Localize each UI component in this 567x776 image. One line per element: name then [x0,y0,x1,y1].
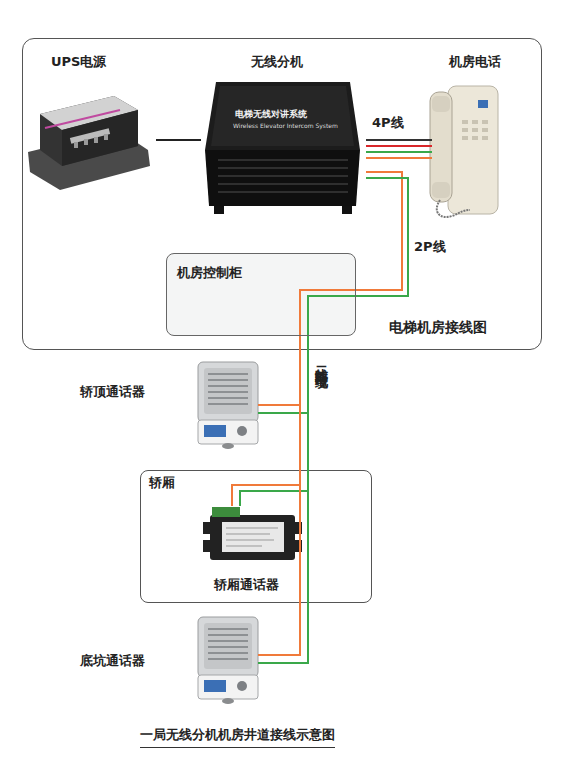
telephone-illustration [430,86,498,217]
wire [366,157,426,159]
figure-caption: 一局无线分机机房井道接线示意图 [140,728,335,748]
wire [356,172,402,290]
device-print: Wireless Elevator Intercom System [233,123,338,130]
extension-box-illustration [205,82,360,214]
car-frame: 轿厢轿厢通话器 [140,470,372,603]
wire-stubs [258,140,432,663]
wire-label: 二线随行电缆 [314,356,329,368]
node-label: 轿厢通话器 [214,578,279,593]
machine-room-frame: 电梯机房接线图 UPS电源 无线分机电梯无线对讲系统 Wireless Elevato… [22,38,542,350]
control-cabinet: 机房控制柜 [166,253,356,336]
node-label: UPS电源 [51,55,106,70]
node-label: 机房控制柜 [177,266,242,281]
four-pair-line [366,140,426,158]
wire [240,336,308,506]
wire [366,139,426,141]
ups-illustration [28,96,150,190]
node-label: 轿顶通话器 [80,385,145,400]
wire [265,336,308,663]
node-label: 轿厢 [149,476,175,491]
car-intercom: 轿厢通话器 [196,506,311,598]
travel-cable-car [232,336,308,506]
car-top-intercom: 轿顶通话器 [75,355,265,450]
wire [356,178,408,296]
wire [265,336,300,655]
wire-label: 4P线 [372,116,404,131]
wire-label: 2P线 [414,240,446,255]
node-label: 电梯机房接线图 [389,319,487,335]
wire [156,139,201,141]
node-label: 机房电话 [449,55,501,70]
device-print: 电梯无线对讲系统 [235,109,307,119]
wire [265,336,300,405]
car-intercom-illustration [203,507,302,560]
machine-room-phone: 机房电话 [426,51,516,221]
power-line [156,140,201,141]
two-pair-line [356,172,408,296]
wire [265,336,308,413]
node-label: 无线分机 [251,55,303,70]
travel-cable-pit [265,336,308,663]
travel-cable-car-top [265,336,308,413]
wire [366,151,426,153]
pit-intercom: 底坑通话器 [75,612,265,704]
node-label: 底坑通话器 [80,654,145,669]
pit-intercom-illustration [198,617,258,704]
car-top-intercom-illustration [198,362,258,449]
wireless-extension: 无线分机电梯无线对讲系统 Wireless Elevator Intercom S… [201,51,366,221]
wire [366,145,426,147]
ups-device: UPS电源 [25,51,156,191]
wire [232,336,300,506]
